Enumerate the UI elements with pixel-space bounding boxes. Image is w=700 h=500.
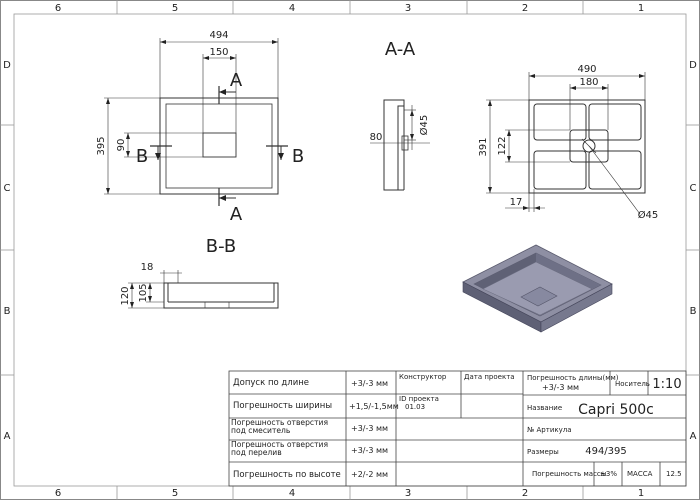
tb-row-width-value: +1,5/-1,5мм [349, 402, 399, 411]
zone-col-5-bottom: 5 [172, 488, 178, 499]
top-view [104, 38, 288, 206]
section-aa-arrows [410, 110, 414, 140]
basin-inner-wall-right [536, 253, 601, 289]
tb-carrier-label: Носитель [615, 380, 650, 388]
zone-col-1-top: 1 [638, 3, 644, 14]
dim-bottom-height: 391 [478, 137, 489, 156]
section-mark-b-right: B [292, 146, 304, 167]
basin-3d-render [462, 244, 613, 333]
dim-aa-80: 80 [370, 132, 383, 143]
dim-aa-45: Ø45 [418, 115, 430, 136]
tb-size-label: Размеры [527, 448, 559, 456]
tb-constructor-label: Конструктор [399, 373, 447, 381]
tb-length-tolerance-value: +3/-3 мм [542, 383, 579, 392]
tb-row-height-value: +2/-2 мм [351, 470, 388, 479]
dim-top-hole-height: 90 [116, 139, 127, 152]
zone-row-c-right: C [690, 183, 697, 194]
dim-top-hole-width: 150 [209, 47, 228, 58]
tb-project-date-label: Дата проекта [464, 373, 515, 381]
zone-col-4-top: 4 [289, 3, 295, 14]
bottom-view [486, 72, 646, 215]
zone-col-2-bottom: 2 [522, 488, 528, 499]
tb-mass-label: МАССА [627, 470, 653, 478]
basin-inner-wall-left [474, 253, 536, 289]
basin-side-front-right [540, 283, 613, 333]
tb-article-label: № Артикула [527, 426, 572, 434]
tb-mass-value: 12.5 [666, 470, 682, 478]
section-mark-a-bottom: A [230, 204, 243, 225]
tb-row-height-label: Погрешность по высоте [233, 470, 341, 480]
tb-row-overflow-value: +3/-3 мм [351, 446, 388, 455]
dim-bottom-inner-width: 180 [579, 77, 598, 88]
zone-row-d-left: D [3, 60, 11, 71]
zone-col-4-bottom: 4 [289, 488, 295, 499]
dim-bottom-drain: Ø45 [638, 209, 659, 221]
tb-scale: 1:10 [652, 377, 681, 392]
tb-row-length-label: Допуск по длине [233, 378, 309, 388]
title-block-grid [228, 370, 687, 487]
tb-row-mixer-label: Погрешность отверстия под смеситель [231, 419, 329, 436]
dim-bottom-inner-height: 122 [497, 136, 508, 155]
section-bb-title: B-B [206, 236, 237, 257]
dim-bb-18: 18 [141, 262, 154, 273]
zone-row-b-right: B [690, 306, 697, 317]
dim-bottom-offset: 17 [510, 197, 523, 208]
tb-row-width-label: Погрешность ширины [233, 401, 332, 411]
section-mark-b-left: B [136, 146, 148, 167]
dim-bb-105: 105 [138, 283, 149, 302]
zone-col-6-top: 6 [55, 3, 61, 14]
tb-mass-tolerance-value: ±3% [600, 470, 617, 478]
zone-col-1-bottom: 1 [638, 488, 644, 499]
tb-size-value: 494/395 [585, 446, 627, 457]
bottom-view-arrows [488, 74, 645, 210]
zone-row-d-right: D [689, 60, 697, 71]
zone-col-3-bottom: 3 [405, 488, 411, 499]
section-aa-view [370, 99, 430, 191]
section-mark-a-top: A [230, 70, 243, 91]
section-bb-arrows [130, 283, 152, 308]
tb-project-id-label: ID проекта [399, 395, 439, 403]
dim-bb-120: 120 [120, 286, 131, 305]
dim-top-height: 395 [96, 136, 107, 155]
zone-col-2-top: 2 [522, 3, 528, 14]
dim-bottom-width: 490 [577, 64, 596, 75]
zone-col-6-bottom: 6 [55, 488, 61, 499]
top-view-arrows [106, 40, 284, 201]
section-aa-title: A-A [385, 39, 416, 60]
tb-mass-tolerance-label: Погрешность массы [532, 470, 606, 478]
tb-row-mixer-value: +3/-3 мм [351, 424, 388, 433]
tb-length-tolerance-label: Погрешность длины(мм) [527, 374, 619, 382]
zone-col-3-top: 3 [405, 3, 411, 14]
zone-col-5-top: 5 [172, 3, 178, 14]
dim-top-width: 494 [209, 30, 228, 41]
tb-name-value: Capri 500c [578, 402, 654, 418]
tb-row-overflow-label: Погрешность отверстия под перелив [231, 441, 329, 458]
zone-row-a-left: A [4, 431, 11, 442]
tb-name-label: Название [527, 404, 562, 412]
section-bb-view [128, 270, 279, 309]
basin-drain-cover [520, 286, 558, 307]
zone-row-b-left: B [4, 306, 11, 317]
tb-row-length-value: +3/-3 мм [351, 379, 388, 388]
tb-project-id-value: 01.03 [405, 403, 425, 411]
zone-row-a-right: A [690, 431, 697, 442]
zone-row-c-left: C [4, 183, 11, 194]
